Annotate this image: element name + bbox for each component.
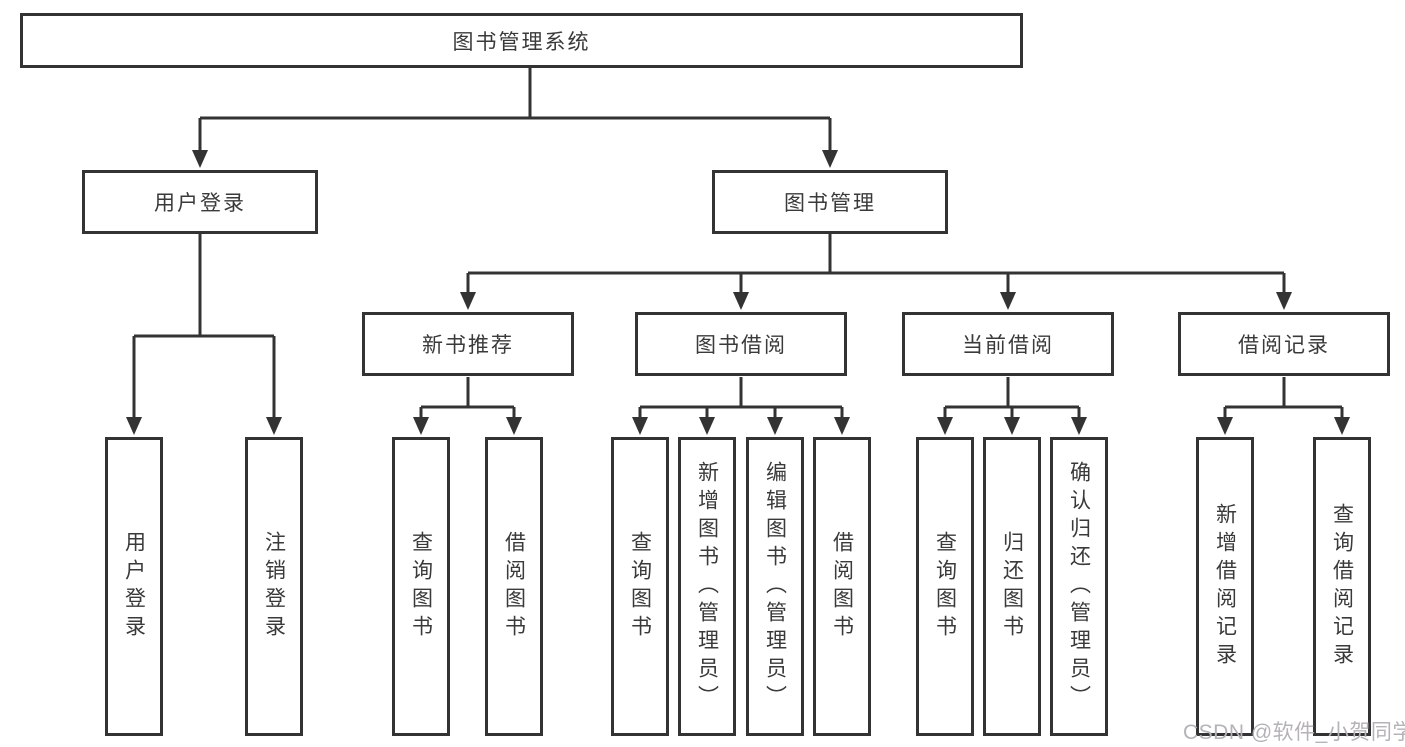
leaf-borrow-books: 借阅图书: [813, 437, 871, 736]
node-label: 借阅记录: [1238, 334, 1330, 357]
node-borrowing-records: 借阅记录: [1178, 312, 1390, 376]
node-label: 注销登录: [262, 530, 286, 643]
leaf-query-books-borrowing: 查询图书: [611, 437, 669, 736]
node-label: 图书管理: [784, 192, 876, 215]
node-user-login: 用户登录: [82, 170, 318, 234]
node-label: 查询图书: [409, 530, 433, 643]
node-label: 图书管理系统: [452, 30, 591, 54]
node-label: 当前借阅: [962, 334, 1054, 357]
node-new-book-recommendation: 新书推荐: [362, 312, 574, 376]
leaf-query-books-recommend: 查询图书: [392, 437, 450, 736]
leaf-add-borrow-record: 新增借阅记录: [1196, 437, 1254, 736]
node-label: 借阅图书: [830, 530, 854, 643]
leaf-add-books-admin: 新增图书（管理员）: [678, 437, 736, 736]
leaf-query-borrow-record: 查询借阅记录: [1313, 437, 1371, 736]
node-book-borrowing: 图书借阅: [635, 312, 847, 376]
node-label: 查询图书: [933, 530, 957, 643]
leaf-borrow-books-recommend: 借阅图书: [485, 437, 543, 736]
node-label: 编辑图书（管理员）: [763, 460, 787, 713]
leaf-confirm-return-admin: 确认归还（管理员）: [1050, 437, 1108, 736]
node-label: 用户登录: [122, 530, 146, 643]
leaf-logout: 注销登录: [245, 437, 303, 736]
node-label: 借阅图书: [502, 530, 526, 643]
node-label: 图书借阅: [695, 334, 787, 357]
node-label: 查询图书: [628, 530, 652, 643]
leaf-return-books: 归还图书: [983, 437, 1041, 736]
csdn-watermark: CSDN @软件_小贺同学: [1183, 721, 1405, 744]
node-book-management: 图书管理: [712, 170, 948, 234]
node-label: 新增借阅记录: [1213, 502, 1237, 671]
node-label: 查询借阅记录: [1330, 502, 1354, 671]
leaf-user-login: 用户登录: [105, 437, 163, 736]
node-label: 用户登录: [154, 192, 246, 215]
leaf-query-books-current: 查询图书: [916, 437, 974, 736]
node-label: 归还图书: [1000, 530, 1024, 643]
leaf-edit-books-admin: 编辑图书（管理员）: [746, 437, 804, 736]
node-label: 新书推荐: [422, 334, 514, 357]
node-current-borrowing: 当前借阅: [902, 312, 1114, 376]
node-label: 新增图书（管理员）: [695, 460, 719, 713]
node-library-management-system: 图书管理系统: [20, 13, 1023, 68]
node-label: 确认归还（管理员）: [1067, 460, 1091, 713]
